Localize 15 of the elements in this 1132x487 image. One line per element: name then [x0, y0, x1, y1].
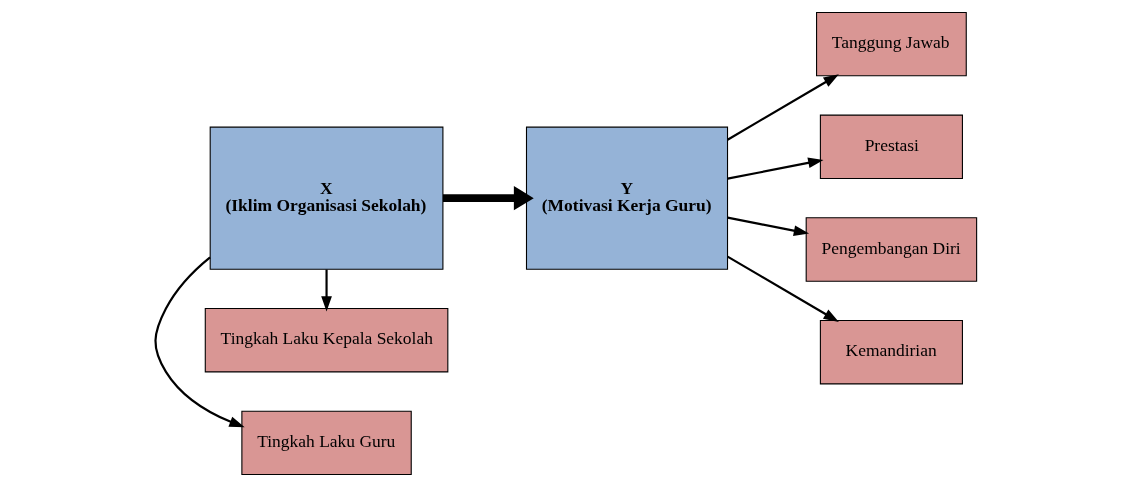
- arrow: [321, 269, 332, 312]
- node-box: Kemandirian: [819, 320, 963, 385]
- node-box: Tingkah Laku Kepala Sekolah: [204, 307, 449, 373]
- arrow: [727, 157, 824, 180]
- node-box: Y (Motivasi Kerja Guru): [525, 126, 729, 270]
- arrow: [442, 185, 534, 211]
- arrow: [727, 255, 839, 322]
- node-box: Tanggung Jawab: [816, 11, 967, 77]
- node-box: X (Iklim Organisasi Sekolah): [209, 126, 444, 270]
- arrow: [727, 216, 810, 236]
- arrow: [154, 256, 245, 428]
- node-box: Prestasi: [819, 114, 963, 180]
- arrow: [727, 74, 839, 141]
- node-box: Tingkah Laku Guru: [241, 410, 412, 476]
- node-box: Pengembangan Diri: [805, 217, 978, 282]
